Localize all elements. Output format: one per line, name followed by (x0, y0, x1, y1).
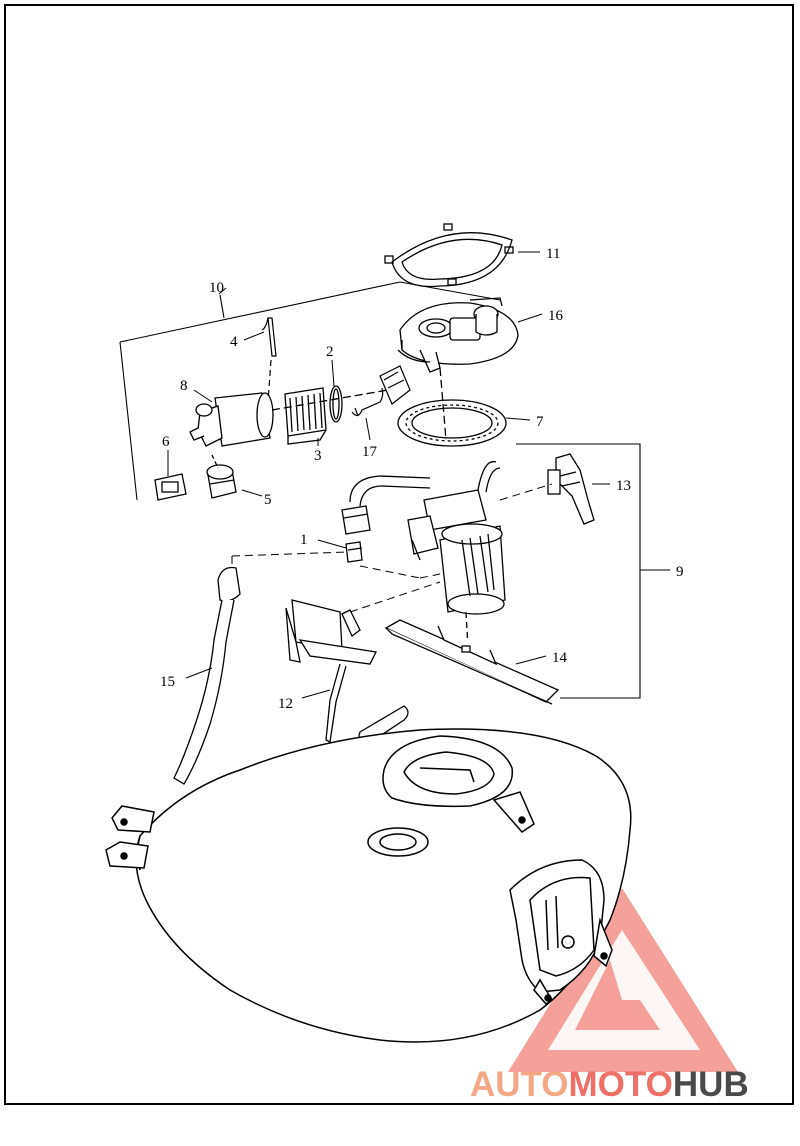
callout-13: 13 (616, 478, 631, 494)
callout-9: 9 (676, 564, 684, 580)
part-2-o-ring (271, 385, 389, 423)
leader-1 (317, 539, 347, 549)
callout-17: 17 (362, 444, 378, 460)
part-5-fitting (206, 454, 237, 499)
callout-leader-lines (167, 251, 670, 699)
callout-14: 14 (552, 650, 568, 666)
leader-17 (365, 417, 371, 441)
callout-12: 12 (278, 696, 293, 712)
callout-5: 5 (264, 492, 272, 508)
watermark-auto: AUTO (470, 1065, 569, 1104)
part-4-clip (261, 317, 277, 403)
part-11-lock-ring (384, 223, 514, 288)
leader-5 (241, 489, 263, 497)
part-3-fuel-filter (284, 387, 327, 445)
callout-4: 4 (230, 334, 238, 350)
plate-fitting (379, 365, 411, 405)
fuel-pump-assembly (341, 460, 506, 649)
part-15-fuel-hose (173, 566, 241, 785)
part-8-filter-housing (189, 392, 274, 447)
leader-7 (505, 417, 531, 421)
leader-4 (243, 331, 265, 341)
leader-8 (193, 389, 213, 403)
callout-labels: 11 16 7 10 4 2 8 3 17 6 5 13 9 1 14 15 1… (160, 246, 684, 712)
leader-10 (218, 287, 227, 295)
callout-6: 6 (162, 434, 170, 450)
leader-12 (301, 689, 331, 699)
callout-2: 2 (326, 344, 334, 360)
callout-7: 7 (536, 414, 544, 430)
callout-1: 1 (300, 532, 308, 548)
watermark-logo (508, 888, 738, 1072)
callout-3: 3 (314, 448, 322, 464)
part-13-wiring-connector (547, 453, 595, 525)
watermark-moto: MOTO (569, 1065, 673, 1104)
svg-text:AUTOMOTOHUB: AUTOMOTOHUB (470, 1065, 749, 1104)
part-6-retaining-clip (154, 473, 187, 501)
callout-16: 16 (548, 308, 564, 324)
assembly-9-bracket (516, 443, 641, 699)
part-7-seal-ring (397, 399, 507, 447)
callout-8: 8 (180, 378, 188, 394)
fuel-tank (105, 728, 632, 1043)
watermark-hub: HUB (673, 1065, 749, 1104)
callout-10: 10 (209, 280, 224, 296)
leader-15 (185, 667, 213, 679)
part-17-wire-clip (351, 387, 384, 417)
leader-14 (515, 655, 547, 665)
callout-15: 15 (160, 674, 175, 690)
leader-16 (517, 313, 543, 323)
part-1-small-fitting (345, 541, 363, 563)
assembly-10-bracket (119, 281, 501, 501)
assembly-guide-lines (231, 483, 553, 613)
callout-11: 11 (546, 246, 560, 262)
part-16-fuel-pump-top-plate (397, 297, 519, 441)
part-12-fuel-level-sender (285, 599, 409, 745)
part-14-pump-filter-sock (384, 619, 560, 705)
diagram-frame (4, 4, 794, 1105)
watermark-text: AUTOMOTOHUB (470, 1065, 749, 1104)
leader-2 (331, 359, 335, 387)
